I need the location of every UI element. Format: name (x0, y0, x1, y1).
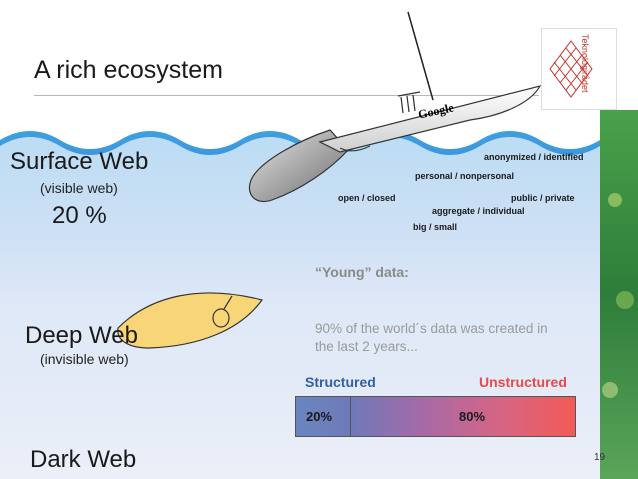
tag-public: public / private (511, 193, 575, 203)
title-divider (34, 95, 539, 96)
deep-web-label: Deep Web (25, 322, 138, 349)
young-data-title: “Young” data: (315, 264, 409, 280)
surface-web-sub: (visible web) (40, 180, 118, 196)
submarine (117, 292, 264, 349)
dark-web-label: Dark Web (30, 446, 137, 473)
logo (541, 28, 617, 110)
surface-web-percent: 20 % (52, 202, 107, 229)
tag-open: open / closed (338, 193, 396, 203)
page-number: 19 (594, 452, 606, 463)
unstructured-percent: 80% (459, 409, 486, 424)
boat-mast (407, 11, 434, 101)
submarine-tower (212, 308, 230, 328)
tag-anonymized: anonymized / identified (484, 152, 584, 162)
boat-rail-icon (397, 91, 421, 114)
deep-web-sub: (invisible web) (40, 351, 129, 367)
young-data-text: 90% of the world´s data was created in t… (315, 321, 548, 354)
tag-big: big / small (413, 222, 458, 232)
structured-percent: 20% (306, 409, 333, 424)
unstructured-label: Unstructured (479, 374, 567, 390)
tag-personal: personal / nonpersonal (415, 171, 515, 181)
surface-web-label: Surface Web (10, 148, 149, 175)
tag-aggregate: aggregate / individual (432, 206, 525, 216)
diamond-grid-icon (549, 40, 593, 98)
structured-label: Structured (305, 374, 376, 390)
boat-hull (318, 85, 542, 153)
structured-segment (295, 396, 351, 437)
slide-title: A rich ecosystem (34, 56, 223, 84)
boat-keel (248, 129, 349, 203)
structure-bar (295, 396, 576, 437)
periscope-icon (223, 295, 233, 310)
